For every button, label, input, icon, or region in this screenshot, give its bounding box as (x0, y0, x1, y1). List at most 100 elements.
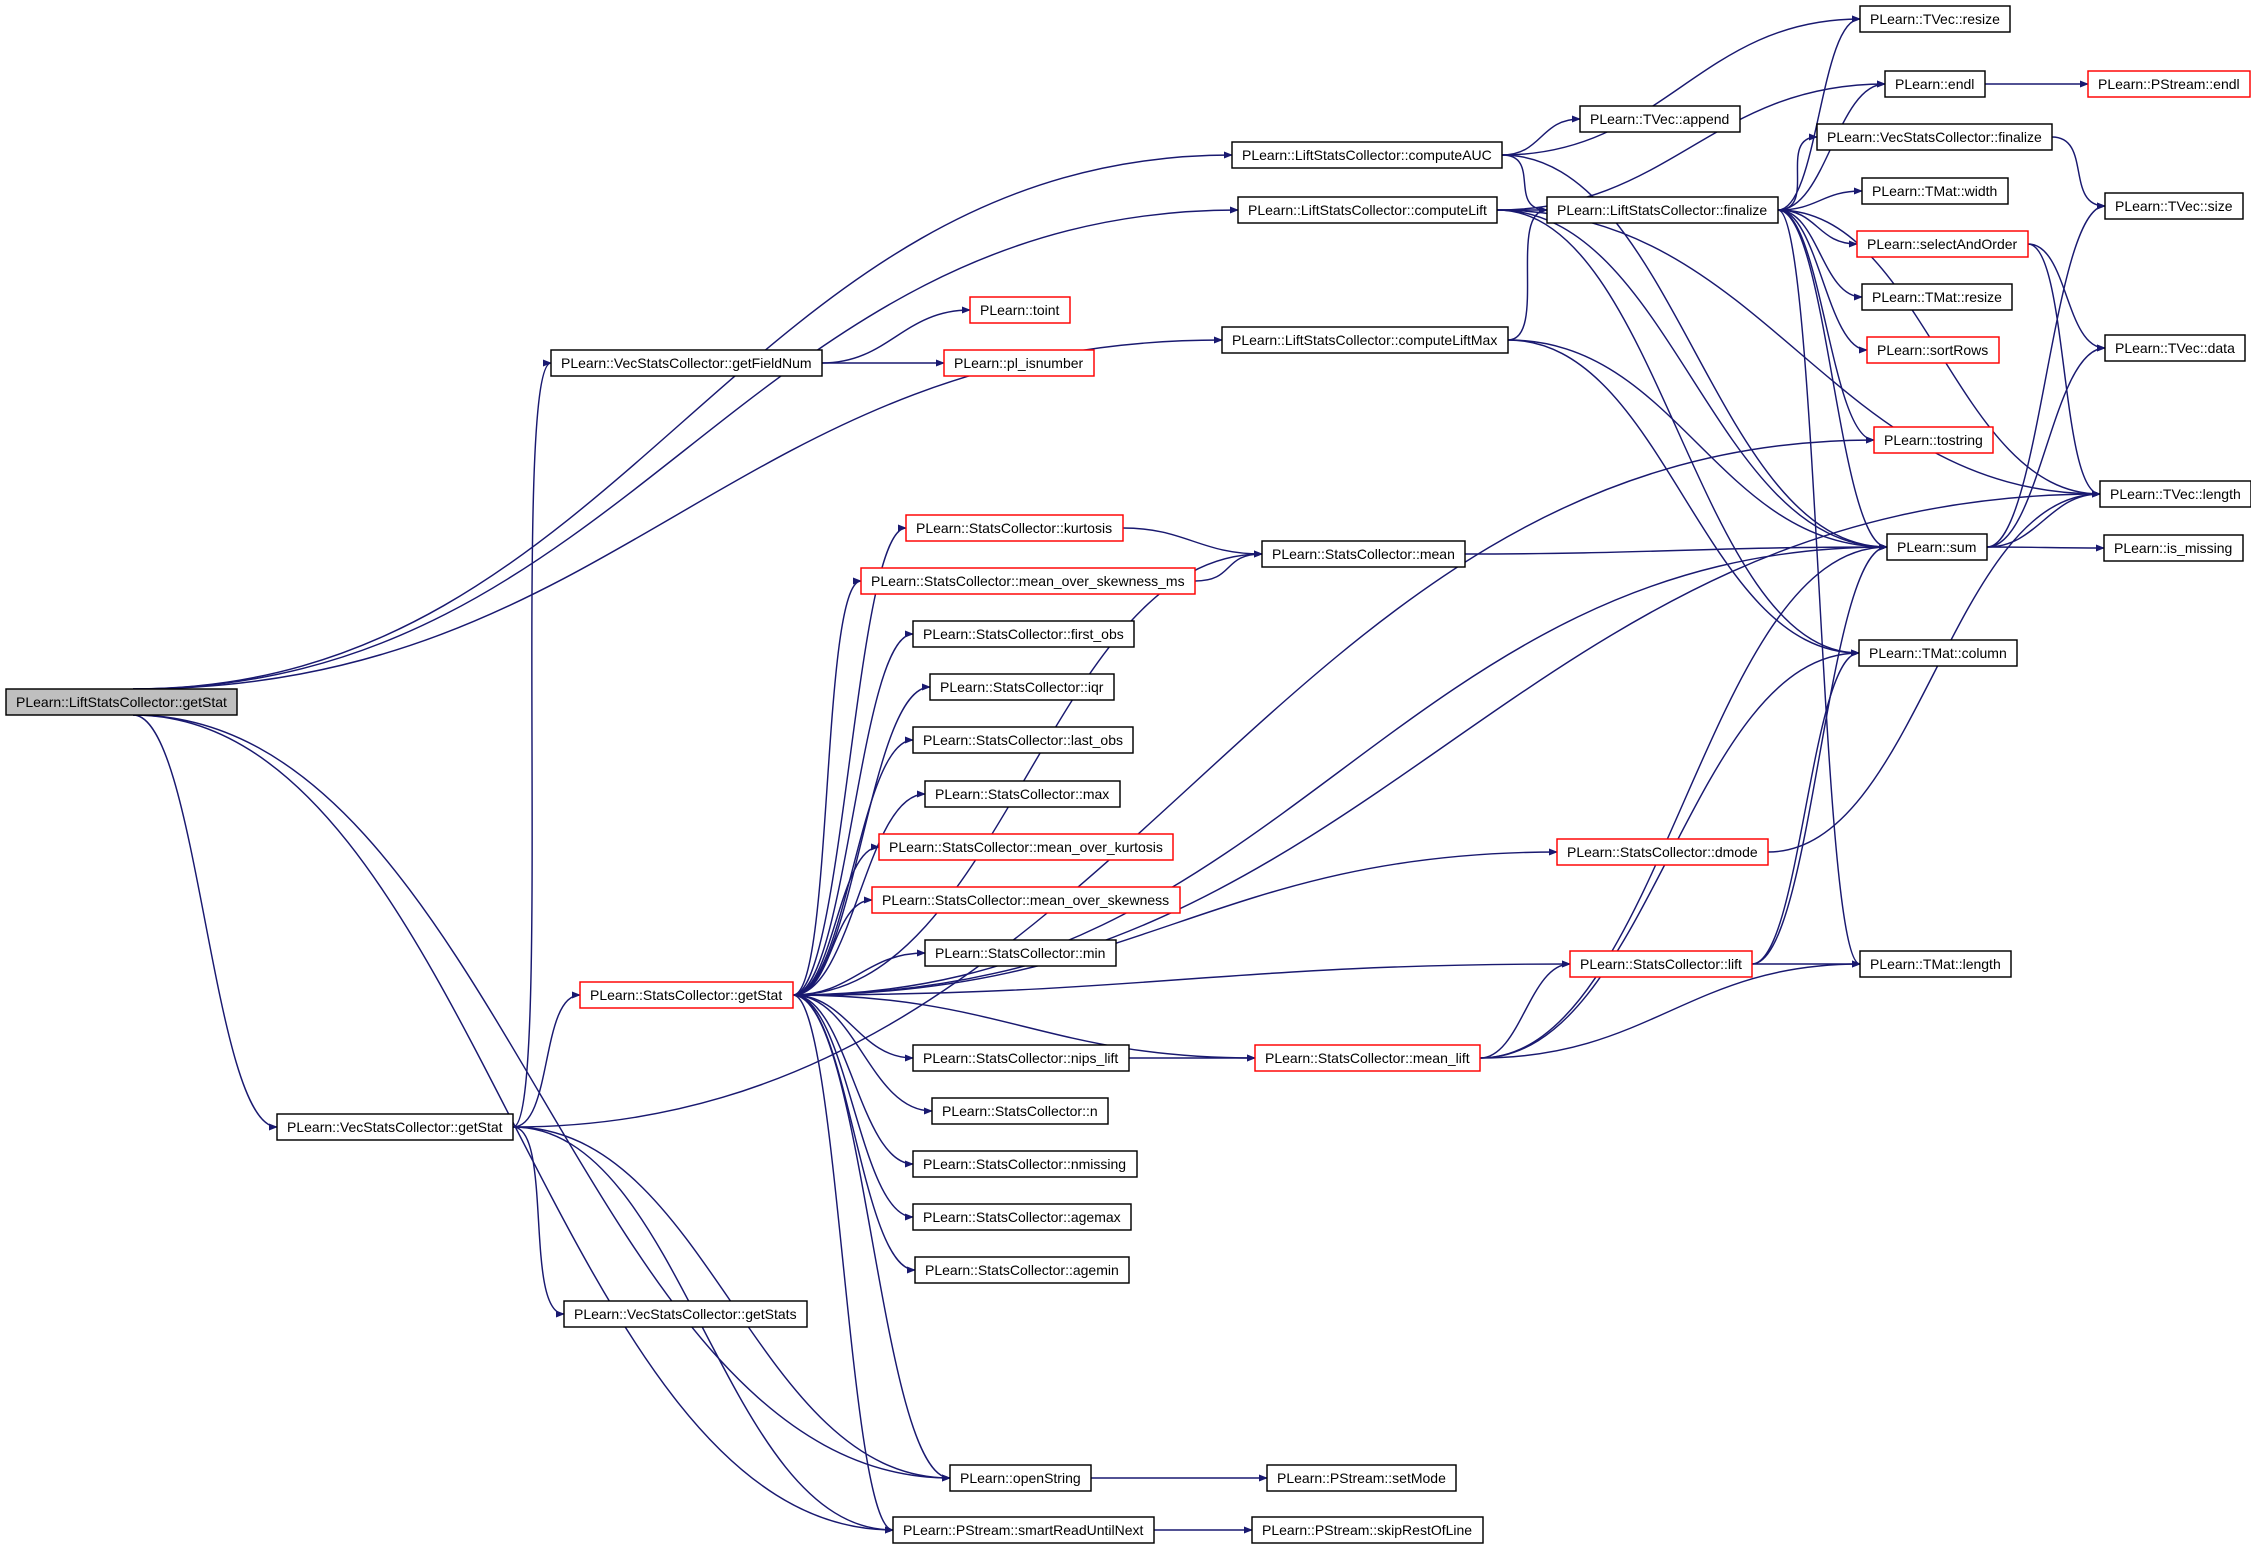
edge-lscFinalize-to-sortRows (1777, 209, 1868, 354)
edge-scGetStat-to-lift (792, 960, 1571, 996)
node-meanOverSkewMs[interactable]: PLearn::StatsCollector::mean_over_skewne… (860, 567, 1196, 595)
node-label: PLearn::LiftStatsCollector::getStat (16, 694, 227, 710)
node-mean[interactable]: PLearn::StatsCollector::mean (1261, 540, 1466, 568)
node-computeAUC[interactable]: PLearn::LiftStatsCollector::computeAUC (1231, 141, 1503, 169)
edge-scGetStat-to-meanOverSkew (792, 896, 873, 996)
node-tvecAppend[interactable]: PLearn::TVec::append (1579, 105, 1741, 133)
node-box (905, 514, 1124, 542)
node-tmatResize[interactable]: PLearn::TMat::resize (1861, 283, 2013, 311)
edge-vscGetStat-to-tostring (512, 436, 1875, 1128)
node-smartRead[interactable]: PLearn::PStream::smartReadUntilNext (892, 1516, 1155, 1544)
node-tmatWidth[interactable]: PLearn::TMat::width (1861, 177, 2009, 205)
node-skipRest[interactable]: PLearn::PStream::skipRestOfLine (1251, 1516, 1484, 1544)
edge-meanLift-to-tmatLength (1479, 960, 1861, 1059)
edge-vscFinalize-to-tvecSize (2051, 136, 2106, 210)
node-label: PLearn::TVec::size (2115, 198, 2233, 214)
edge-vscGetStat-to-vscGetStats (512, 1126, 565, 1318)
node-meanLift[interactable]: PLearn::StatsCollector::mean_lift (1254, 1044, 1481, 1072)
node-box (929, 673, 1115, 701)
edge-scGetStat-to-nmissing (792, 994, 914, 1168)
node-plIsnumber[interactable]: PLearn::pl_isnumber (943, 349, 1095, 377)
node-tvecSize[interactable]: PLearn::TVec::size (2104, 192, 2244, 220)
node-computeLiftMax[interactable]: PLearn::LiftStatsCollector::computeLiftM… (1221, 326, 1509, 354)
node-tmatColumn[interactable]: PLearn::TMat::column (1858, 639, 2018, 667)
node-label: PLearn::StatsCollector::getStat (590, 987, 782, 1003)
edge-meanLift-to-lift (1479, 960, 1571, 1059)
node-sum[interactable]: PLearn::sum (1886, 533, 1988, 561)
node-vscGetStats[interactable]: PLearn::VecStatsCollector::getStats (563, 1300, 808, 1328)
node-label: PLearn::TVec::data (2115, 340, 2235, 356)
node-box (1546, 196, 1779, 224)
edge-vscGetStat-to-vscGetFieldNum (512, 359, 552, 1128)
node-agemax[interactable]: PLearn::StatsCollector::agemax (912, 1203, 1132, 1231)
node-openString[interactable]: PLearn::openString (949, 1464, 1092, 1492)
edge-scGetStat-to-meanOverKurt (792, 843, 880, 996)
node-n[interactable]: PLearn::StatsCollector::n (931, 1097, 1109, 1125)
node-label: PLearn::TVec::resize (1870, 11, 2000, 27)
edge-computeLift-to-tmatColumn (1496, 209, 1860, 657)
node-tvecLength[interactable]: PLearn::TVec::length (2099, 480, 2251, 508)
node-label: PLearn::PStream::skipRestOfLine (1262, 1522, 1472, 1538)
node-sortRows[interactable]: PLearn::sortRows (1866, 336, 2000, 364)
node-vscFinalize[interactable]: PLearn::VecStatsCollector::finalize (1816, 123, 2053, 151)
node-box (871, 886, 1181, 914)
node-max[interactable]: PLearn::StatsCollector::max (924, 780, 1121, 808)
node-setMode[interactable]: PLearn::PStream::setMode (1266, 1464, 1457, 1492)
node-label: PLearn::StatsCollector::iqr (940, 679, 1104, 695)
node-lift[interactable]: PLearn::StatsCollector::lift (1569, 950, 1753, 978)
node-meanOverSkew[interactable]: PLearn::StatsCollector::mean_over_skewne… (871, 886, 1181, 914)
edge-sum-to-tvecData (1986, 344, 2106, 548)
node-dmode[interactable]: PLearn::StatsCollector::dmode (1556, 838, 1769, 866)
node-tvecResize[interactable]: PLearn::TVec::resize (1859, 5, 2011, 33)
edge-scGetStat-to-smartRead (792, 994, 894, 1534)
node-label: PLearn::StatsCollector::agemax (923, 1209, 1121, 1225)
edge-lift-to-sum (1751, 543, 1888, 965)
node-label: PLearn::TMat::resize (1872, 289, 2002, 305)
node-min[interactable]: PLearn::StatsCollector::min (924, 939, 1117, 967)
node-toint[interactable]: PLearn::toint (969, 296, 1071, 324)
node-box (912, 726, 1134, 754)
node-label: PLearn::StatsCollector::last_obs (923, 732, 1123, 748)
node-kurtosis[interactable]: PLearn::StatsCollector::kurtosis (905, 514, 1124, 542)
edge-scGetStat-to-meanLift (792, 994, 1256, 1062)
edge-root-to-vscGetStat (133, 714, 278, 1131)
node-firstObs[interactable]: PLearn::StatsCollector::first_obs (912, 620, 1135, 648)
node-label: PLearn::TMat::column (1869, 645, 2007, 661)
node-agemin[interactable]: PLearn::StatsCollector::agemin (914, 1256, 1130, 1284)
node-vscGetFieldNum[interactable]: PLearn::VecStatsCollector::getFieldNum (550, 349, 823, 377)
node-tostring[interactable]: PLearn::tostring (1873, 426, 1994, 454)
node-root[interactable]: PLearn::LiftStatsCollector::getStat (5, 688, 238, 716)
edge-lift-to-tmatColumn (1751, 649, 1860, 965)
node-nipsLift[interactable]: PLearn::StatsCollector::nips_lift (912, 1044, 1130, 1072)
node-scGetStat[interactable]: PLearn::StatsCollector::getStat (579, 981, 794, 1009)
node-iqr[interactable]: PLearn::StatsCollector::iqr (929, 673, 1115, 701)
node-selectAndOrder[interactable]: PLearn::selectAndOrder (1856, 230, 2029, 258)
node-label: PLearn::LiftStatsCollector::computeAUC (1242, 147, 1492, 163)
node-label: PLearn::StatsCollector::nips_lift (923, 1050, 1118, 1066)
edge-scGetStat-to-openString (792, 994, 951, 1482)
node-box (912, 1203, 1132, 1231)
node-tvecData[interactable]: PLearn::TVec::data (2104, 334, 2246, 362)
call-edges (133, 15, 2106, 1534)
node-box (1856, 230, 2029, 258)
node-tmatLength[interactable]: PLearn::TMat::length (1859, 950, 2012, 978)
node-meanOverKurt[interactable]: PLearn::StatsCollector::mean_over_kurtos… (878, 833, 1174, 861)
node-computeLift[interactable]: PLearn::LiftStatsCollector::computeLift (1237, 196, 1498, 224)
node-box (924, 780, 1121, 808)
node-isMissing[interactable]: PLearn::is_missing (2103, 534, 2244, 562)
node-label: PLearn::VecStatsCollector::finalize (1827, 129, 2042, 145)
node-label: PLearn::StatsCollector::first_obs (923, 626, 1124, 642)
node-lastObs[interactable]: PLearn::StatsCollector::last_obs (912, 726, 1134, 754)
node-label: PLearn::LiftStatsCollector::computeLiftM… (1232, 332, 1497, 348)
node-lscFinalize[interactable]: PLearn::LiftStatsCollector::finalize (1546, 196, 1779, 224)
node-box (860, 567, 1196, 595)
node-pstreamEndl[interactable]: PLearn::PStream::endl (2087, 70, 2251, 98)
node-endl[interactable]: PLearn::endl (1884, 70, 1986, 98)
node-nmissing[interactable]: PLearn::StatsCollector::nmissing (912, 1150, 1138, 1178)
node-label: PLearn::VecStatsCollector::getStat (287, 1119, 503, 1135)
node-label: PLearn::TMat::width (1872, 183, 1997, 199)
node-box (1858, 639, 2018, 667)
node-box (969, 296, 1071, 324)
edge-sum-to-tvecLength (1986, 490, 2101, 548)
node-vscGetStat[interactable]: PLearn::VecStatsCollector::getStat (276, 1113, 514, 1141)
